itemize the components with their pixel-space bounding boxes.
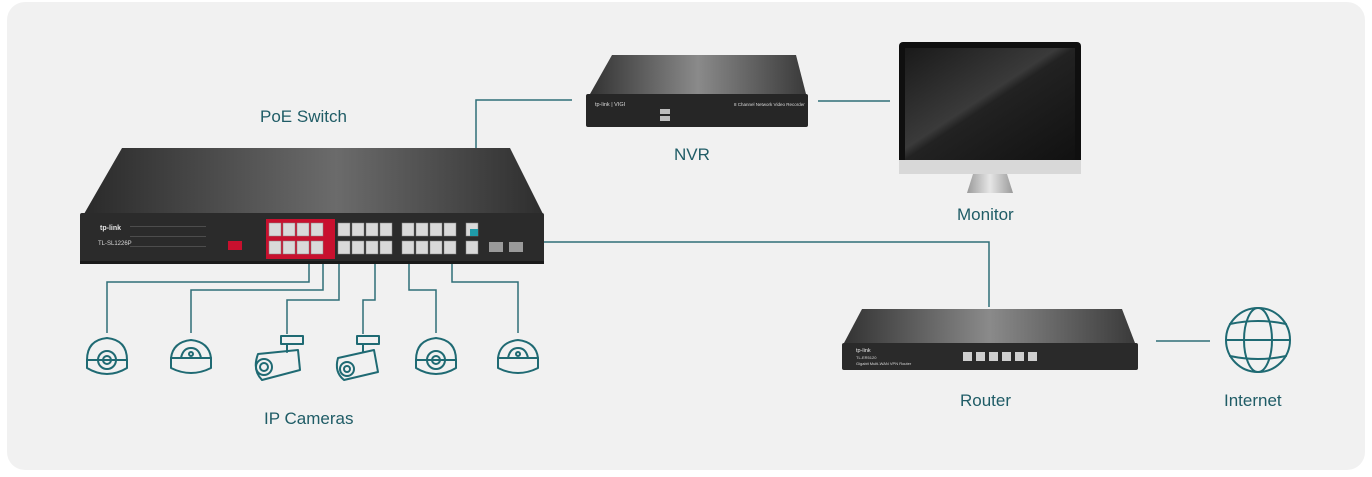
dome-camera-icon bbox=[86, 337, 128, 375]
poe-switch: tp-link TL-SL1226P bbox=[80, 148, 544, 264]
router-ports bbox=[963, 352, 1037, 361]
ip-cameras-label: IP Cameras bbox=[264, 409, 353, 428]
bullet-camera-icon bbox=[254, 335, 304, 381]
nvr-device: tp-link | VIGI 8 Channel Network Video R… bbox=[586, 55, 808, 127]
internet-label: Internet bbox=[1224, 391, 1282, 410]
ethernet-ports bbox=[268, 222, 479, 255]
dome-camera-icon bbox=[170, 339, 212, 374]
monitor-screen bbox=[905, 48, 1075, 160]
router-brand: tp-link bbox=[856, 348, 871, 354]
router-description: Gigabit Multi-WAN VPN Router bbox=[856, 361, 912, 366]
nvr-usb-port bbox=[660, 109, 670, 114]
nvr-label: NVR bbox=[674, 145, 710, 164]
switch-brand: tp-link bbox=[100, 225, 121, 232]
switch-led-panel bbox=[130, 226, 206, 247]
nvr-front-panel bbox=[586, 94, 808, 127]
globe-icon bbox=[1225, 307, 1291, 373]
monitor-stand bbox=[967, 174, 1013, 193]
router-top bbox=[844, 309, 1135, 343]
wire-port-to-camera-4 bbox=[362, 262, 376, 334]
wire-port-to-camera-2 bbox=[190, 262, 324, 333]
dome-camera-icon bbox=[415, 337, 457, 375]
wire-port-to-camera-5 bbox=[408, 262, 437, 333]
dome-camera-icon bbox=[497, 339, 539, 374]
uplink-port-active bbox=[470, 229, 478, 236]
poe-switch-label: PoE Switch bbox=[260, 107, 347, 126]
bullet-camera-icon bbox=[335, 335, 380, 381]
monitor-chin bbox=[899, 160, 1081, 174]
sfp-ports bbox=[489, 242, 523, 252]
router-device: tp-link TL-ER5120 Gigabit Multi-WAN VPN … bbox=[842, 309, 1138, 370]
wire-port-to-camera-6 bbox=[451, 262, 519, 333]
monitor-device bbox=[899, 42, 1081, 193]
switch-dip-switch bbox=[228, 241, 242, 250]
nvr-top bbox=[590, 55, 806, 94]
switch-model: TL-SL1226P bbox=[98, 241, 132, 247]
switch-top bbox=[84, 148, 543, 214]
wire-port-to-camera-1 bbox=[106, 262, 310, 333]
router-model: TL-ER5120 bbox=[856, 355, 877, 360]
monitor-label: Monitor bbox=[957, 205, 1014, 224]
nvr-description: 8 Channel Network Video Recorder bbox=[734, 102, 805, 107]
nvr-brand: tp-link | VIGI bbox=[595, 102, 626, 108]
wire-port-to-camera-3 bbox=[286, 262, 340, 334]
router-label: Router bbox=[960, 391, 1011, 410]
wire-switch-to-router bbox=[542, 241, 990, 307]
